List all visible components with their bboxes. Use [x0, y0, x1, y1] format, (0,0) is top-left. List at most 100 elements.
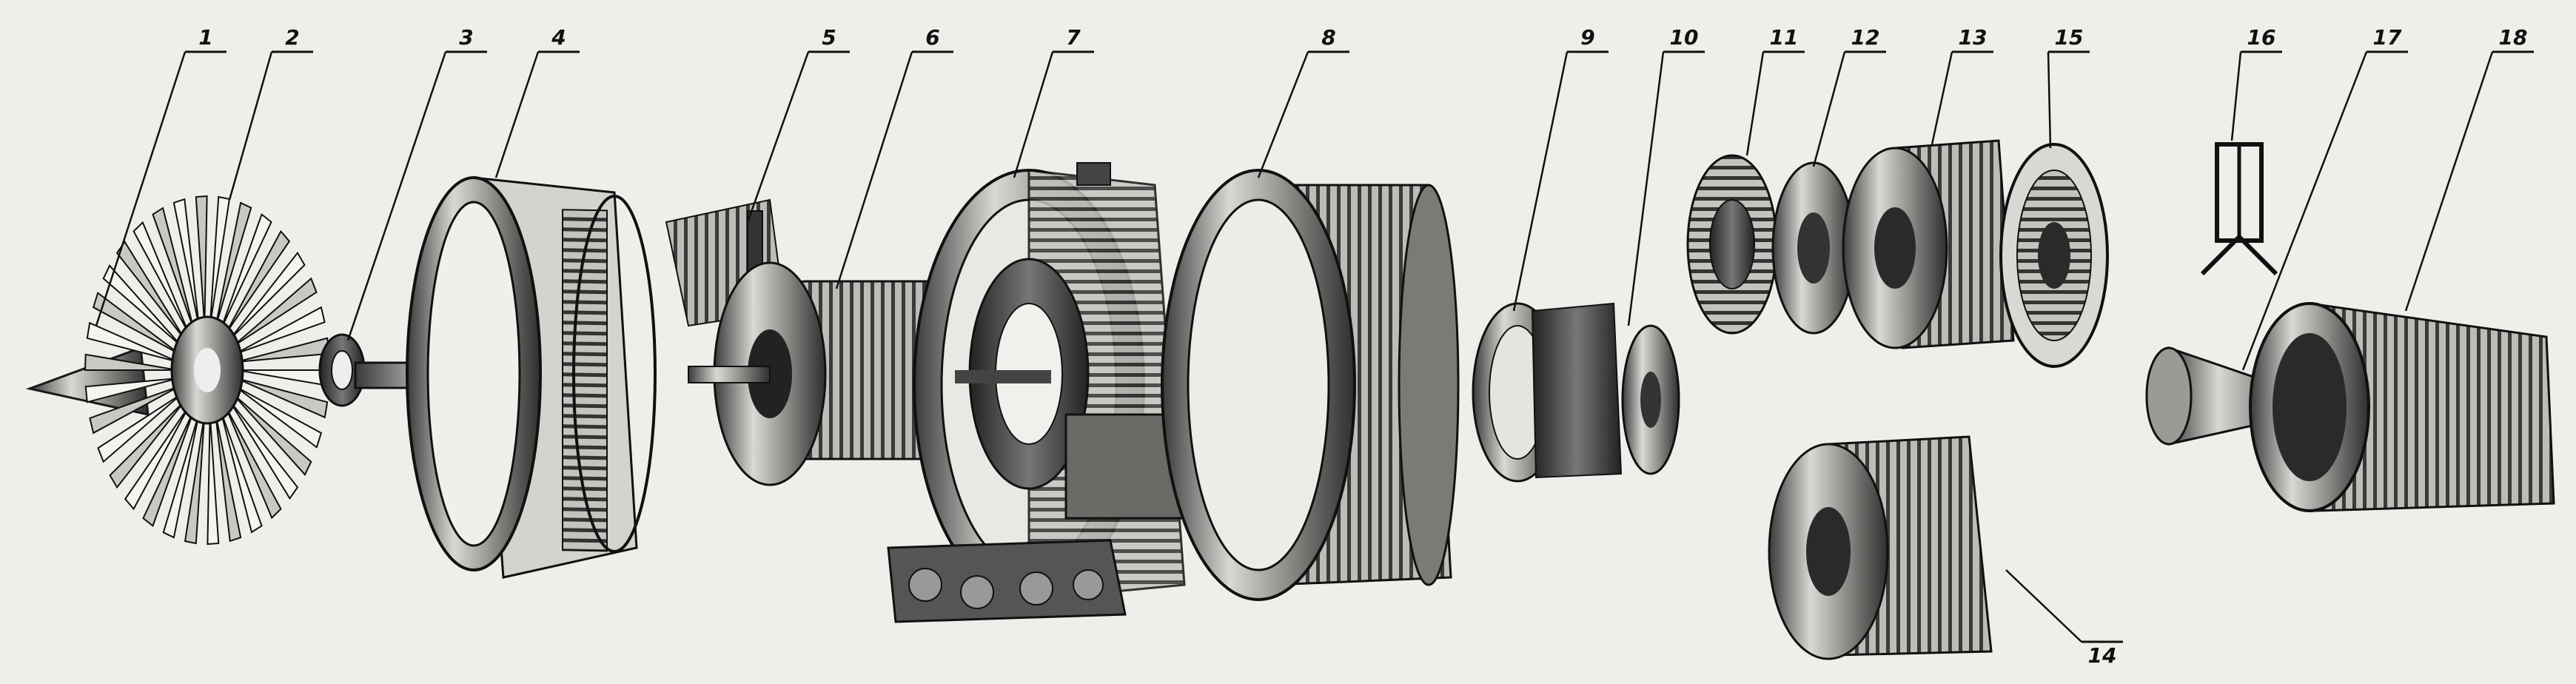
fan-blade: [124, 405, 190, 511]
callout-label: 14: [2088, 643, 2117, 668]
fan-blade: [152, 207, 195, 331]
fan-blade: [232, 392, 312, 476]
fan-blade: [184, 414, 206, 545]
callout-leader: [2005, 569, 2082, 643]
fan-blade: [234, 385, 323, 449]
callout-leader: [1627, 51, 1665, 326]
part-16-bracket: [2200, 142, 2278, 276]
callout-leader: [95, 51, 187, 326]
callout-label: 8: [1321, 25, 1335, 50]
fan-blade: [89, 385, 181, 435]
part-7-intermediate-casing: [887, 162, 1186, 623]
fan-blade: [219, 212, 272, 331]
part-4-fan-casing: [354, 176, 657, 579]
callout-label: 3: [459, 25, 473, 50]
part-3-coupling: [318, 333, 366, 407]
callout-12: 12: [1812, 25, 1886, 167]
fan-blade: [214, 201, 252, 328]
part-15-turbine-wheel: [1999, 143, 2109, 368]
part-8-combustion-casing: [1161, 169, 1460, 601]
callout-label: 7: [1066, 25, 1081, 50]
part-11-turbine-disc: [1686, 154, 1778, 335]
callout-label: 6: [925, 25, 939, 50]
callout-label: 5: [822, 25, 836, 50]
fan-blade: [228, 251, 306, 341]
fan-blade: [236, 337, 330, 363]
callout-leader: [346, 51, 447, 341]
callout-label: 1: [198, 25, 212, 50]
fan-blade: [209, 195, 231, 326]
callout-8: 8: [1257, 25, 1349, 178]
callout-label: 10: [1670, 25, 1699, 50]
fan-blade: [228, 399, 299, 500]
callout-11: 11: [1745, 25, 1805, 156]
callout-leader: [2230, 51, 2242, 141]
callout-5: 5: [746, 25, 850, 223]
callout-3: 3: [346, 25, 487, 341]
fan-blade: [102, 264, 183, 348]
callout-label: 15: [2055, 25, 2084, 50]
callout-label: 9: [1580, 25, 1594, 50]
callout-leader: [835, 51, 913, 289]
fan-blade: [224, 405, 282, 520]
callout-7: 7: [1013, 25, 1094, 178]
fan-blade: [162, 412, 201, 539]
fan-blade: [195, 195, 208, 326]
fan-blade: [97, 392, 183, 463]
fan-blade: [92, 292, 181, 355]
part-13-turbine-stator: [1842, 139, 2015, 349]
part-14-turbine-stator-lower: [1768, 435, 1993, 660]
callout-leader: [2404, 51, 2494, 312]
fan-blade: [219, 409, 263, 534]
callout-13: 13: [1931, 25, 1993, 145]
callout-16: 16: [2230, 25, 2282, 141]
fan-blade: [235, 378, 329, 419]
callout-label: 4: [551, 25, 566, 50]
callout-leader: [1257, 51, 1309, 178]
callout-6: 6: [835, 25, 953, 289]
callout-leader: [2241, 51, 2368, 371]
callout-leader: [2047, 51, 2052, 149]
callout-18: 18: [2404, 25, 2534, 312]
fan-blade: [84, 353, 178, 371]
callout-leader: [228, 51, 273, 201]
callout-label: 16: [2247, 25, 2276, 50]
callout-label: 11: [1770, 25, 1799, 50]
callout-leader: [1931, 51, 1953, 145]
part-2-fan: [84, 195, 331, 546]
fan-blade: [214, 412, 242, 543]
fan-bore: [194, 348, 221, 392]
fan-blade: [224, 229, 291, 335]
callout-label: 17: [2373, 25, 2402, 50]
part-18-exhaust-duct: [2249, 302, 2555, 512]
callout-10: 10: [1627, 25, 1705, 326]
part-6-compressor-drum: [688, 261, 956, 486]
callout-14: 14: [2005, 569, 2123, 668]
part-9-nozzle-ring: [1472, 302, 1623, 483]
callout-9: 9: [1512, 25, 1609, 312]
fan-blade: [142, 409, 195, 528]
callout-15: 15: [2047, 25, 2090, 149]
callout-leader: [1013, 51, 1054, 178]
callout-1: 1: [95, 25, 227, 326]
fan-blade: [234, 306, 326, 355]
fan-blade: [207, 414, 220, 546]
fan-blade: [86, 321, 179, 363]
callout-leader: [1745, 51, 1765, 156]
fan-blade: [172, 198, 201, 328]
callout-17: 17: [2241, 25, 2408, 371]
fan-blade: [84, 378, 178, 403]
callout-leader: [1512, 51, 1569, 312]
callout-label: 12: [1851, 25, 1880, 50]
callout-leader: [494, 51, 540, 178]
callout-leader: [746, 51, 810, 223]
part-10-disc: [1621, 324, 1680, 475]
callout-label: 13: [1959, 25, 1988, 50]
callout-2: 2: [228, 25, 313, 201]
callout-label: 18: [2499, 25, 2528, 50]
fan-blade: [232, 277, 318, 348]
callout-4: 4: [494, 25, 580, 178]
